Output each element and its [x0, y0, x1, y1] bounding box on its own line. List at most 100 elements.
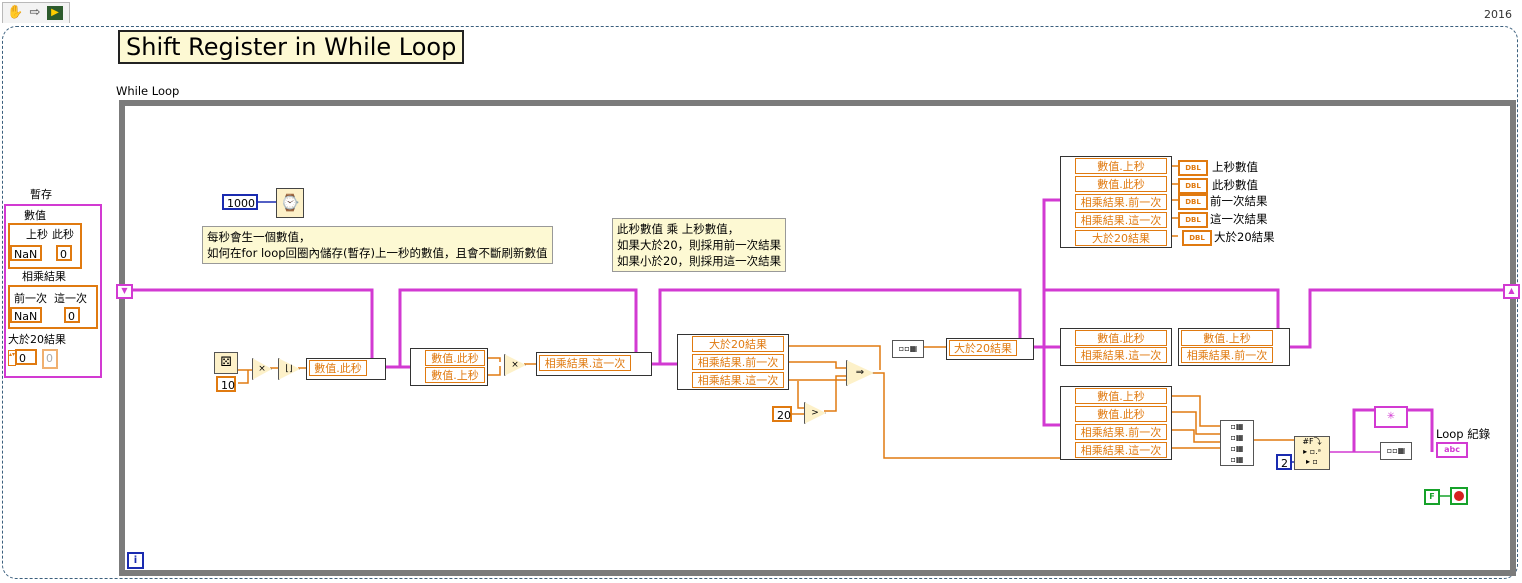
values-curr-label: 此秒	[52, 228, 74, 241]
build-array-node-1[interactable]: ▫▫▦	[892, 340, 924, 358]
compare-constant[interactable]: 20	[772, 406, 792, 422]
unbundle-2[interactable]: 數值.此秒 數值.上秒	[410, 348, 488, 386]
unbundle-6-row-1: 數值.此秒	[1075, 330, 1167, 346]
indicator-source-row-2: 數值.此秒	[1075, 176, 1167, 192]
build-array-node-3[interactable]: ▫▫▦	[1380, 442, 1412, 460]
cluster-wire-4	[1034, 198, 1060, 349]
stop-terminal[interactable]	[1450, 487, 1468, 505]
values-cluster-label: 數值	[24, 209, 46, 222]
results-cluster[interactable]	[8, 285, 98, 329]
unbundle-log-row-4: 相乘結果.這一次	[1075, 442, 1167, 458]
cluster-wire-8	[1288, 288, 1508, 349]
log-label: Loop 紀錄	[1436, 427, 1491, 441]
unbundle-6[interactable]: 數值.此秒 相乘結果.這一次	[1060, 328, 1172, 366]
bundle-3-row: 相乘結果.這一次	[539, 355, 631, 371]
values-prev-field[interactable]: NaN	[10, 245, 42, 261]
cluster-wire-2	[384, 288, 638, 369]
results-prev-label: 前一次	[14, 292, 47, 305]
gt20-indicator: 0	[42, 349, 58, 369]
unbundle-2-row-1: 數值.此秒	[425, 350, 485, 366]
comment-multiply-line1: 此秒數值 乘 上秒數值，	[617, 222, 740, 236]
false-constant[interactable]: F	[1424, 489, 1440, 505]
indicator-source-row-4: 相乘結果.這一次	[1075, 212, 1167, 228]
comment-wait-line1: 每秒會生一個數值，	[207, 230, 311, 244]
results-curr-field[interactable]: 0	[64, 307, 80, 323]
unbundle-4[interactable]: 大於20結果 相乘結果.前一次 相乘結果.這一次	[677, 334, 789, 390]
bundle-3[interactable]: 相乘結果.這一次	[536, 352, 652, 376]
indicator-source-row-5: 大於20結果	[1075, 230, 1167, 246]
stop-icon	[1454, 491, 1464, 501]
gt20-label: 大於20結果	[8, 333, 66, 346]
bundle-7-row-2: 相乘結果.前一次	[1181, 347, 1273, 363]
dbl-indicator-3: DBL	[1178, 194, 1208, 210]
bundle-1[interactable]: 數值.此秒	[306, 358, 386, 380]
unbundle-4-row-1: 大於20結果	[692, 336, 784, 352]
comment-multiply-line2: 如果大於20，則採用前一次結果	[617, 238, 782, 252]
wait-clock-icon[interactable]: ⌚	[276, 188, 304, 218]
unbundle-4-row-3: 相乘結果.這一次	[692, 372, 784, 388]
unbundle-log-row-2: 數值.此秒	[1075, 406, 1167, 422]
bundle-7[interactable]: 數值.上秒 相乘結果.前一次	[1178, 328, 1290, 366]
block-diagram-border	[2, 26, 1518, 579]
unbundle-indicators[interactable]: 數值.上秒 數值.此秒 相乘結果.前一次 相乘結果.這一次 大於20結果	[1060, 156, 1172, 248]
bundle-7-row-1: 數值.上秒	[1181, 330, 1273, 346]
values-curr-field[interactable]: 0	[56, 245, 72, 261]
arrow-right-icon[interactable]: ⇨	[29, 5, 41, 20]
temp-group-label: 暫存	[30, 188, 52, 201]
results-curr-label: 這一次	[54, 292, 87, 305]
cluster-wire-5	[1044, 288, 1280, 345]
values-prev-label: 上秒	[26, 228, 48, 241]
bundle-1-row: 數值.此秒	[309, 360, 367, 376]
while-loop-frame[interactable]	[119, 100, 1516, 576]
dbl-indicator-5: DBL	[1182, 230, 1212, 246]
indicator-label-4: 這一次結果	[1210, 212, 1268, 226]
hand-icon[interactable]: ✋	[7, 5, 24, 20]
comment-multiply: 此秒數值 乘 上秒數值， 如果大於20，則採用前一次結果 如果小於20，則採用這…	[612, 218, 787, 272]
diagram-title: Shift Register in While Loop	[118, 30, 465, 64]
comment-wait-line2: 如何在for loop回圈內儲存(暫存)上一秒的數值，且會不斷刷新數值	[207, 246, 548, 260]
results-cluster-label: 相乘結果	[22, 270, 66, 283]
unbundle-2-row-2: 數值.上秒	[425, 367, 485, 383]
toolbar: ✋ ⇨ ▶ 2016	[0, 0, 1522, 24]
indicator-label-2: 此秒數值	[1212, 178, 1258, 192]
build-array-node-2[interactable]: ▫▦▫▦▫▦▫▦	[1220, 420, 1254, 466]
vi-icon[interactable]: ▶	[47, 6, 63, 20]
array-to-spreadsheet-node[interactable]: #F⤵▸ ▫.ᵃ▸ ▫	[1294, 436, 1330, 470]
unbundle-log[interactable]: 數值.上秒 數值.此秒 相乘結果.前一次 相乘結果.這一次	[1060, 386, 1172, 460]
log-string-indicator: abc	[1436, 442, 1468, 458]
toolbar-tab: ✋ ⇨ ▶	[2, 2, 70, 23]
indicator-label-1: 上秒數值	[1212, 160, 1258, 174]
indicator-label-3: 前一次結果	[1210, 194, 1268, 208]
wait-ms-constant[interactable]: 1000	[222, 194, 258, 210]
bundle-5[interactable]: 大於20結果	[946, 338, 1034, 360]
random-dice-icon[interactable]: ⚄	[214, 352, 238, 374]
shift-register-left[interactable]: ▼	[116, 284, 133, 299]
shift-register-right[interactable]: ▲	[1503, 284, 1520, 299]
results-prev-field[interactable]: NaN	[10, 307, 42, 323]
cluster-wire-7	[1042, 347, 1060, 427]
unbundle-4-row-2: 相乘結果.前一次	[692, 354, 784, 370]
indicator-source-row-1: 數值.上秒	[1075, 158, 1167, 174]
indicator-label-5: 大於20結果	[1214, 230, 1275, 244]
bundle-5-row: 大於20結果	[949, 340, 1017, 356]
cluster-wire-main	[130, 288, 374, 367]
unbundle-6-row-2: 相乘結果.這一次	[1075, 347, 1167, 363]
indicator-source-row-3: 相乘結果.前一次	[1075, 194, 1167, 210]
values-cluster[interactable]	[8, 223, 82, 269]
precision-constant[interactable]: 2	[1276, 454, 1292, 470]
while-loop-label: While Loop	[116, 84, 180, 98]
iteration-terminal: i	[127, 552, 144, 569]
dbl-indicator-4: DBL	[1178, 212, 1208, 228]
gt20-field[interactable]: 0	[15, 349, 37, 365]
dbl-indicator-2: DBL	[1178, 178, 1208, 194]
log-array-indicator[interactable]: ✳	[1374, 406, 1408, 428]
unbundle-log-row-3: 相乘結果.前一次	[1075, 424, 1167, 440]
comment-multiply-line3: 如果小於20，則採用這一次結果	[617, 254, 782, 268]
unbundle-log-row-1: 數值.上秒	[1075, 388, 1167, 404]
dbl-indicator-1: DBL	[1178, 160, 1208, 176]
comment-wait: 每秒會生一個數值， 如何在for loop回圈內儲存(暫存)上一秒的數值，且會不…	[202, 226, 553, 264]
random-multiplier-constant[interactable]: 10	[216, 376, 236, 392]
version-label: 2016	[1484, 8, 1512, 21]
cluster-wire-3	[650, 288, 1022, 366]
